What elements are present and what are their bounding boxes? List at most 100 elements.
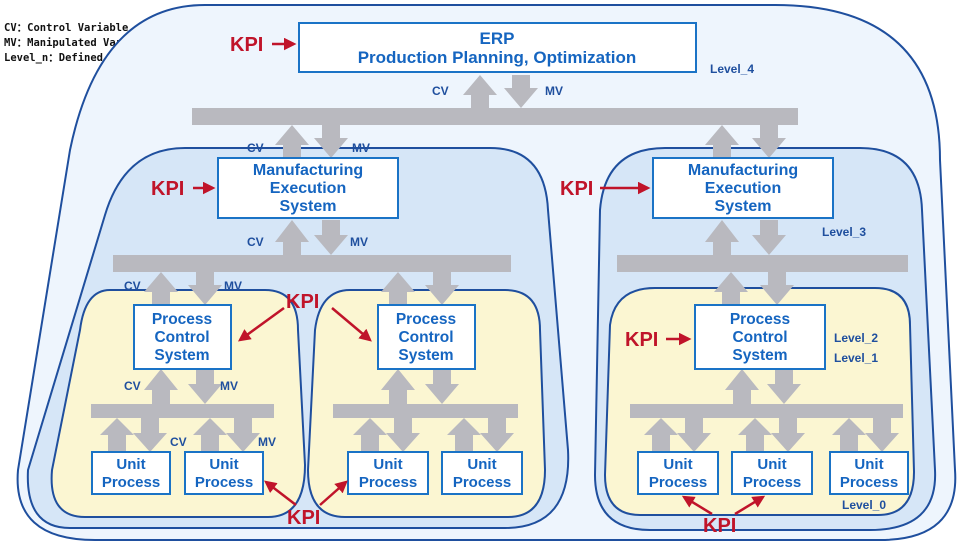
unit-process-5: Unit Process (637, 451, 719, 495)
arrow-down (425, 369, 459, 404)
arrow-down (314, 125, 348, 158)
svg-text:Control: Control (154, 329, 209, 346)
arrow-up (463, 75, 497, 108)
arrow-up (100, 418, 134, 452)
arrow-down (865, 418, 899, 452)
arrow-down (226, 418, 260, 452)
svg-text:Process: Process (152, 311, 212, 328)
arrow-down (752, 125, 786, 158)
arrow-up (275, 125, 309, 158)
erp-title: ERP (480, 29, 515, 48)
kpi-arrow (681, 495, 713, 516)
cv-label: CV (247, 141, 264, 155)
arrow-up (644, 418, 678, 452)
legend-cv: CV：Control Variable (4, 22, 128, 34)
bus-pcs-3 (630, 404, 903, 418)
cv-mv-labels: CV MV CV MV CV MV CV MV CV MV CV MV (124, 84, 563, 449)
arrow-up (705, 125, 739, 158)
svg-text:Execution: Execution (270, 180, 346, 197)
cv-label: CV (432, 84, 449, 98)
arrow-up (381, 369, 415, 404)
kpi-indicators: KPI KPI KPI KPI KPI KPI KPI (151, 34, 766, 537)
svg-text:Unit: Unit (854, 456, 883, 473)
arrow-up (275, 220, 309, 255)
arrow-up (381, 272, 415, 305)
mv-label: MV (224, 279, 242, 293)
unit-process-6: Unit Process (731, 451, 813, 495)
svg-text:Process: Process (743, 474, 801, 491)
svg-text:Unit: Unit (663, 456, 692, 473)
kpi-label-erp: KPI (230, 34, 263, 56)
kpi-label-pcs-right: KPI (625, 329, 658, 351)
svg-text:Execution: Execution (705, 180, 781, 197)
erp-subtitle: Production Planning, Optimization (358, 48, 637, 67)
svg-text:Process: Process (453, 474, 511, 491)
cv-label: CV (247, 235, 264, 249)
svg-text:Control: Control (398, 329, 453, 346)
svg-text:System: System (398, 347, 453, 364)
level-1-label: Level_1 (834, 351, 878, 365)
svg-text:System: System (280, 198, 337, 215)
kpi-arrow (734, 495, 766, 516)
arrow-down (771, 418, 805, 452)
bus-l4 (192, 108, 798, 125)
level-0-label: Level_0 (842, 498, 886, 512)
arrow-up (725, 369, 759, 404)
bus-l3-left (113, 255, 511, 272)
svg-text:System: System (154, 347, 209, 364)
buses (91, 108, 908, 418)
mes-box-left: Manufacturing Execution System (217, 157, 399, 219)
pcs-box-1: Process Control System (133, 304, 232, 370)
kpi-arrow (237, 306, 285, 342)
level-3-label: Level_3 (822, 225, 866, 239)
svg-text:Process: Process (102, 474, 160, 491)
svg-text:Process: Process (730, 311, 790, 328)
cv-label: CV (170, 435, 187, 449)
kpi-label-mes-left: KPI (151, 178, 184, 200)
kpi-label-unit-left: KPI (287, 507, 320, 529)
erp-box: ERP Production Planning, Optimization (298, 22, 697, 73)
svg-text:Manufacturing: Manufacturing (688, 162, 798, 179)
svg-text:Process: Process (840, 474, 898, 491)
svg-text:Unit: Unit (757, 456, 786, 473)
svg-text:Unit: Unit (373, 456, 402, 473)
signal-arrows (100, 75, 899, 452)
arrow-down (760, 272, 794, 305)
kpi-arrow (264, 480, 297, 506)
svg-text:Process: Process (396, 311, 456, 328)
bus-pcs-2 (333, 404, 518, 418)
pcs-box-3: Process Control System (694, 304, 826, 370)
arrow-up (705, 220, 739, 255)
mv-label: MV (350, 235, 368, 249)
arrow-down (480, 418, 514, 452)
kpi-label-mes-right: KPI (560, 178, 593, 200)
arrow-up (144, 272, 178, 305)
arrow-down (188, 369, 222, 404)
cv-label: CV (124, 379, 141, 393)
svg-text:Process: Process (359, 474, 417, 491)
unit-process-3: Unit Process (347, 451, 429, 495)
svg-text:Control: Control (732, 329, 787, 346)
svg-text:Unit: Unit (116, 456, 145, 473)
arrow-down (386, 418, 420, 452)
level-2-label: Level_2 (834, 331, 878, 345)
mv-label: MV (352, 141, 370, 155)
pcs-box-2: Process Control System (377, 304, 476, 370)
arrow-up (447, 418, 481, 452)
svg-text:Process: Process (195, 474, 253, 491)
level-4-label: Level_4 (710, 62, 754, 76)
arrow-up (353, 418, 387, 452)
arrow-up (714, 272, 748, 305)
unit-process-2: Unit Process (184, 451, 264, 495)
arrow-down (504, 75, 538, 108)
mv-label: MV (220, 379, 238, 393)
arrow-down (314, 220, 348, 255)
arrow-down (188, 272, 222, 305)
svg-text:Unit: Unit (467, 456, 496, 473)
unit-process-4: Unit Process (441, 451, 523, 495)
arrow-down (752, 220, 786, 255)
svg-text:System: System (715, 198, 772, 215)
level-labels: Level_4 Level_3 Level_2 Level_1 Level_0 (710, 62, 886, 512)
arrow-up (738, 418, 772, 452)
